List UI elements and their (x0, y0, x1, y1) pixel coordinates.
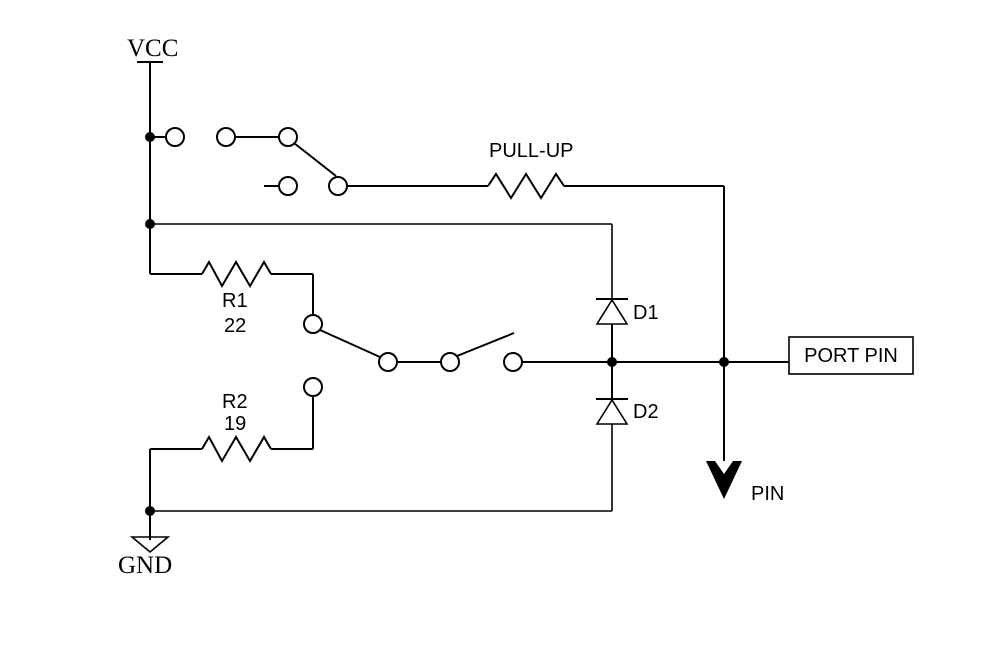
gnd-label: GND (118, 552, 172, 579)
port-pin-box: PORT PIN (788, 336, 914, 375)
r2-resistor: R2 19 (149, 391, 314, 540)
junction-dots (145, 132, 729, 516)
output-select-switch (303, 314, 523, 397)
r1-value: 22 (224, 315, 246, 337)
diode-d2: D2 (595, 362, 659, 511)
r1-resistor: R1 22 (150, 259, 314, 337)
pull-up-switch (150, 127, 348, 196)
pin-arrow: PIN (706, 461, 784, 505)
vcc-label: VCC (127, 35, 178, 62)
r1-name: R1 (222, 290, 248, 312)
port-pin-label: PORT PIN (804, 345, 898, 367)
d2-label: D2 (633, 401, 659, 423)
ground-symbol: GND (118, 511, 172, 579)
r2-value: 19 (224, 413, 246, 435)
r2-name: R2 (222, 391, 248, 413)
pull-up-resistor: PULL-UP (347, 140, 725, 470)
pull-up-label: PULL-UP (489, 140, 573, 162)
vcc-supply: VCC (127, 35, 178, 63)
d1-label: D1 (633, 302, 659, 324)
diode-d1: D1 (595, 224, 659, 362)
pin-label: PIN (751, 483, 784, 505)
